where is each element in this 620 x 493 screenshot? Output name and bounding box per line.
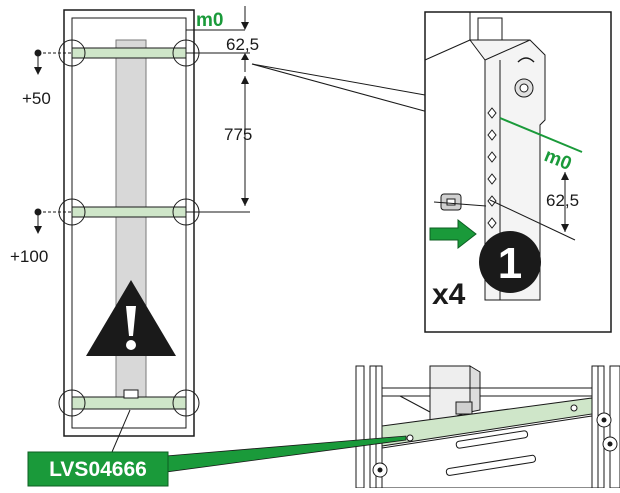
m0-label: m0 (196, 10, 223, 31)
rail-top (71, 47, 187, 59)
callout-line (251, 63, 429, 113)
dimension-label-detail: 62,5 (546, 191, 579, 210)
rail-middle (71, 206, 187, 218)
rail-bottom (71, 396, 187, 410)
dimension-line-detail (489, 199, 576, 241)
frame-inner-outline (71, 17, 187, 429)
cage-nut-icon (433, 193, 487, 211)
dimension-label-top: 62,5 (226, 35, 259, 54)
offset-label-lower: +100 (10, 247, 48, 266)
arrow-up-icon (241, 53, 249, 60)
step-circle-icon: 1 (479, 231, 541, 293)
arrow-up-icon (241, 76, 249, 84)
offset-label-upper: +50 (22, 89, 51, 108)
arrow-down-icon (241, 198, 249, 206)
dimension-label-pitch: 775 (224, 125, 252, 144)
arrow-down-icon (34, 67, 42, 75)
fixing-circle (58, 389, 86, 417)
arrow-up-icon (561, 172, 569, 180)
detail-view: m0 62,5 1 x4 (424, 11, 612, 333)
m0-reference-line (499, 117, 583, 153)
fixing-circle (172, 389, 200, 417)
quantity-label: x4 (432, 278, 466, 311)
arrow-down-icon (241, 22, 249, 30)
arrow-down-icon (34, 226, 42, 234)
warning-triangle-icon (86, 280, 176, 356)
part-reference-badge: LVS04666 (27, 451, 169, 487)
rail-bottom-tab (123, 389, 139, 399)
callout-line (251, 63, 426, 96)
frame-elevation: m0 62,5 775 +50 +100 (10, 6, 259, 437)
step-number: 1 (498, 239, 522, 288)
arrow-down-icon (561, 224, 569, 232)
push-arrow-icon (429, 218, 477, 250)
rail-perspective (355, 365, 620, 489)
part-reference-label: LVS04666 (49, 458, 147, 481)
leader-line-part (111, 409, 131, 453)
